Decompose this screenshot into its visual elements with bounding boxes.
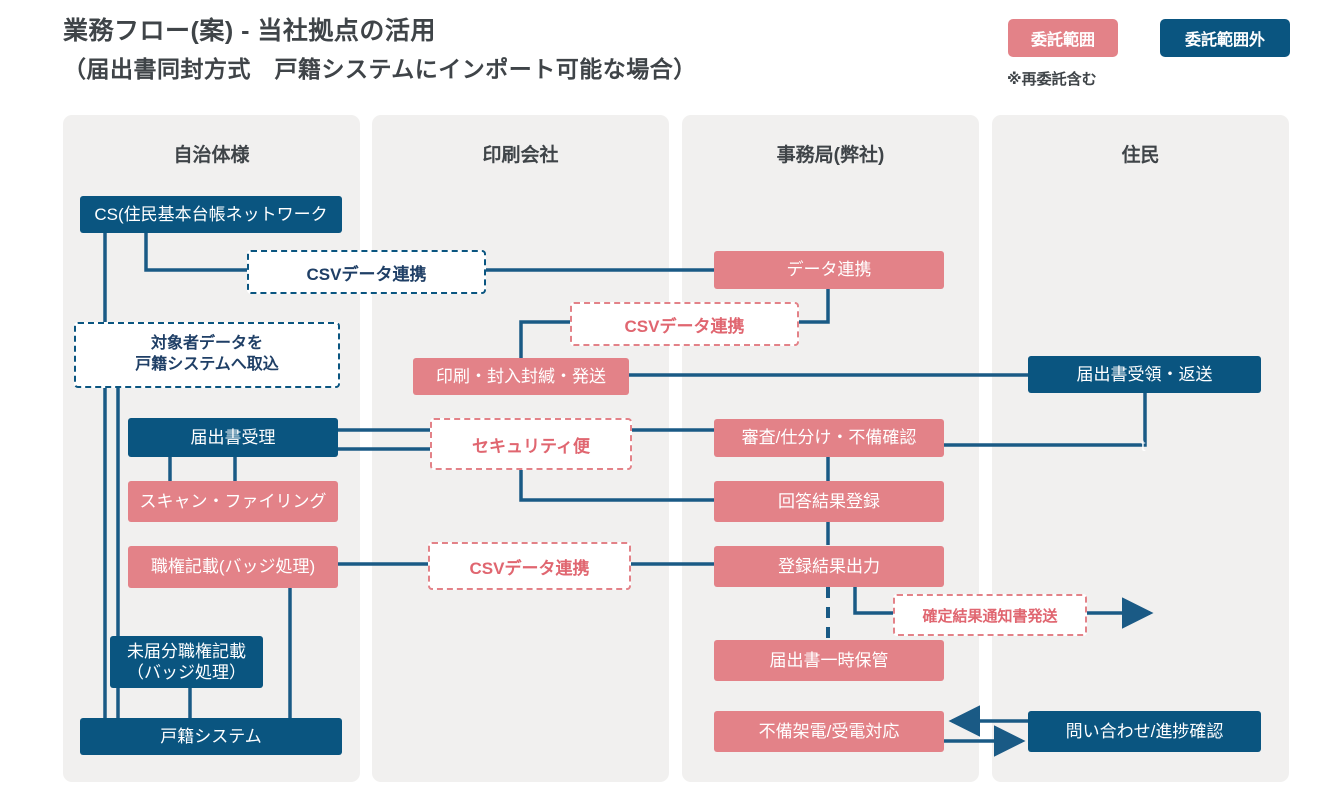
lane-title-printing: 印刷会社 [482,145,559,166]
stray-glyph-artifact: t [1141,438,1146,455]
label-import-to-koseki: 対象者データを戸籍システムへ取込 [74,322,340,388]
wire-cs-to-csv [144,233,247,272]
lane-title-resident: 住民 [1121,145,1160,166]
legend-note: ※再委託含む [1007,71,1097,88]
label-csv-linkage-result: CSVデータ連携 [428,542,631,590]
node-koseki-system[interactable]: 戸籍システム [80,718,342,755]
title-line-2: （届出書同封方式 戸籍システムにインポート可能な場合） [63,56,697,82]
node-inquiry-progress[interactable]: 問い合わせ/進捗確認 [1028,711,1261,752]
label-import-to-koseki-text: 対象者データを戸籍システムへ取込 [135,335,279,373]
lane-title-municipality: 自治体様 [173,145,250,166]
node-defect-call[interactable]: 不備架電/受電対応 [714,711,944,752]
node-print-enclose-send[interactable]: 印刷・封入封緘・発送 [413,358,629,395]
wire-security-to-answer [519,466,714,502]
title-line-1: 業務フロー(案) - 当社拠点の活用 [63,17,436,45]
node-unfiled-authority[interactable]: 未届分職権記載（バッジ処理） [110,636,263,688]
node-notice-receipt[interactable]: 届出書受理 [128,418,338,457]
node-data-linkage[interactable]: データ連携 [714,251,944,289]
label-security-delivery: セキュリティ便 [430,418,632,470]
label-csv-linkage-top: CSVデータ連携 [247,250,486,294]
wire-datalinkage-to-csvprint [795,289,830,324]
label-csv-linkage-print: CSVデータ連携 [570,302,799,346]
node-cs-network[interactable]: CS(住民基本台帳ネットワーク [80,196,342,233]
node-authority-record[interactable]: 職権記載(バッジ処理) [128,546,338,588]
label-final-notice-send: 確定結果通知書発送 [893,594,1087,636]
node-answer-registration[interactable]: 回答結果登録 [714,481,944,522]
wire-resident-to-review [944,393,1147,447]
wire-csvprint-to-print [519,320,570,358]
wire-output-to-finalnotice [853,587,893,615]
node-temp-storage[interactable]: 届出書一時保管 [714,640,944,681]
node-scan-filing[interactable]: スキャン・ファイリング [128,481,338,522]
lane-title-office: 事務局(弊社) [776,145,885,166]
legend-chip-included: 委託範囲 [1008,19,1118,57]
lane-resident [992,115,1289,782]
node-notice-received[interactable]: 届出書受領・返送 [1028,356,1261,393]
node-review-sorting[interactable]: 審査/仕分け・不備確認 [714,419,944,457]
legend-chip-excluded: 委託範囲外 [1160,19,1290,57]
page-title: 業務フロー(案) - 当社拠点の活用 （届出書同封方式 戸籍システムにインポート… [63,12,763,88]
node-registration-output[interactable]: 登録結果出力 [714,546,944,587]
